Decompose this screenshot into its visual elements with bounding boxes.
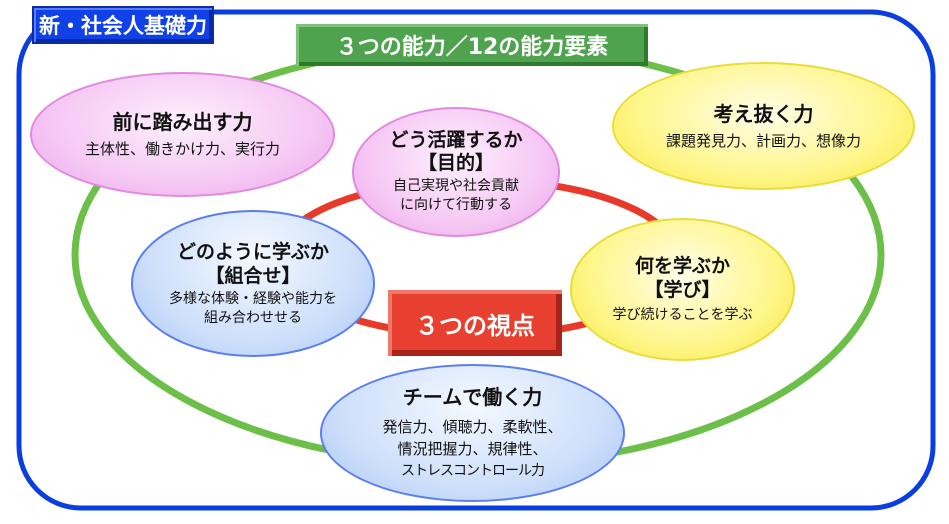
viewpoint-desc-line: 多様な体験・経験や能力を (169, 290, 337, 307)
viewpoint-desc-line: 学び続けることを学ぶ (612, 307, 753, 323)
ability-elements-line: 発信力、傾聴力、柔軟性、 (382, 418, 563, 436)
viewpoint-desc-line: 組み合わせせる (204, 309, 302, 326)
ability-name: チームで働く力 (402, 385, 543, 409)
ability-step-forward: 前に踏み出す力 主体性、働きかけ力、実行力 (30, 72, 335, 197)
viewpoint-name: どのように学ぶか (176, 240, 329, 263)
abilities-badge: ３つの能力／12の能力要素 (296, 24, 648, 66)
ability-elements-line: ストレスコントロール力 (401, 463, 545, 479)
ability-teamwork: チームで働く力 発信力、傾聴力、柔軟性、 情況把握力、規律性、 ストレスコントロ… (320, 364, 625, 502)
viewpoint-learning: 何を学ぶか 【学び】 学び続けることを学ぶ (570, 218, 795, 361)
viewpoint-tag: 【組合せ】 (205, 264, 301, 287)
viewpoint-name: どう活躍するか (389, 129, 523, 151)
viewpoint-name: 何を学ぶか (634, 255, 730, 277)
ability-think-through: 考え抜く力 課題発見力、計画力、想像力 (612, 62, 915, 190)
viewpoint-desc-line: に向けて行動する (400, 197, 512, 213)
ability-elements: 課題発見力、計画力、想像力 (665, 131, 861, 150)
viewpoint-desc-line: 自己実現や社会貢献 (393, 178, 519, 194)
ability-name: 前に踏み出す力 (112, 110, 253, 134)
ability-name: 考え抜く力 (713, 101, 814, 126)
viewpoint-tag: 【目的】 (417, 152, 494, 174)
title-badge: 新・社会人基礎力 (32, 6, 214, 44)
viewpoint-combination: どのように学ぶか 【組合せ】 多様な体験・経験や能力を 組み合わせせる (131, 210, 375, 357)
viewpoints-badge: ３つの視点 (388, 290, 562, 356)
ability-elements-line: 情況把握力、規律性、 (397, 440, 548, 458)
outer-frame (16, 9, 936, 511)
ability-elements: 主体性、働きかけ力、実行力 (84, 140, 280, 158)
viewpoint-tag: 【学び】 (644, 279, 721, 301)
viewpoint-purpose: どう活躍するか 【目的】 自己実現や社会貢献 に向けて行動する (352, 107, 560, 237)
